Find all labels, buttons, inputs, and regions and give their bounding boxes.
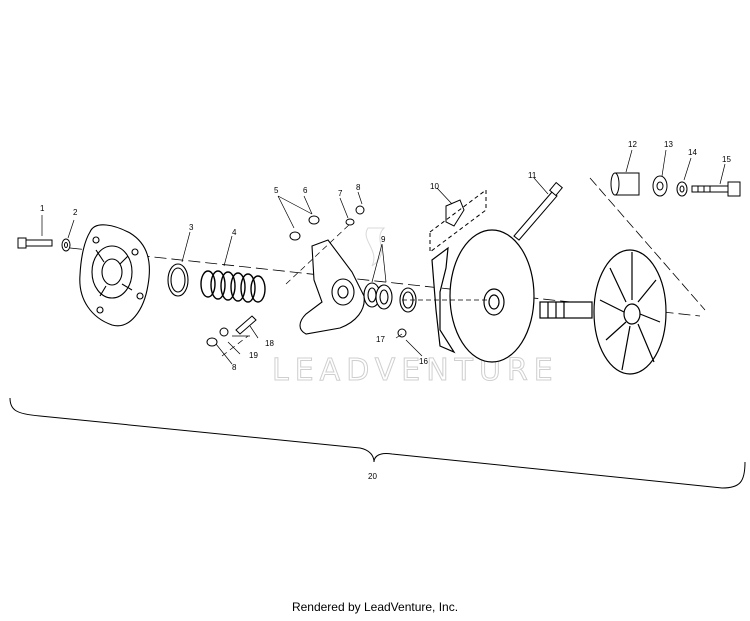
part-12-spacer[interactable] — [610, 172, 640, 196]
part-13-washer[interactable] — [652, 175, 668, 197]
part-10-weight[interactable] — [429, 189, 487, 253]
callout-20: 20 — [368, 472, 377, 481]
callout-10: 10 — [430, 182, 439, 191]
callout-2: 2 — [73, 208, 78, 217]
moveable-sheave[interactable] — [431, 229, 535, 363]
callout-19: 19 — [249, 351, 258, 360]
callout-9: 9 — [381, 235, 386, 244]
leader-lines — [41, 149, 726, 365]
callout-5: 5 — [274, 186, 279, 195]
callout-8a: 8 — [356, 183, 361, 192]
callout-17: 17 — [376, 335, 385, 344]
callout-18: 18 — [265, 339, 274, 348]
callout-4: 4 — [232, 228, 237, 237]
clutch-cover[interactable] — [79, 224, 150, 327]
callout-16: 16 — [419, 357, 428, 366]
callout-14: 14 — [688, 148, 697, 157]
part-1-bolt[interactable] — [17, 237, 53, 249]
callout-labels: 1 2 3 4 5 6 7 8 9 10 11 12 13 14 15 16 1… — [40, 140, 731, 481]
part-14-washer[interactable] — [676, 181, 688, 197]
assembly-brace — [9, 397, 746, 489]
watermark-text: LEADVENTURE — [272, 353, 559, 388]
part-9-bushings[interactable] — [363, 282, 393, 310]
spider-arm-assembly[interactable] — [299, 239, 365, 335]
callout-7: 7 — [338, 189, 343, 198]
part-15-bolt[interactable] — [691, 181, 741, 197]
ring-bushing[interactable] — [399, 287, 417, 313]
callout-8b: 8 — [232, 363, 237, 372]
callout-11: 11 — [528, 171, 537, 180]
part-3-sleeve[interactable] — [167, 263, 189, 297]
small-fasteners[interactable] — [206, 205, 407, 347]
callout-6: 6 — [303, 186, 308, 195]
part-4-spring[interactable] — [200, 270, 266, 303]
callout-13: 13 — [664, 140, 673, 149]
footer-credit: Rendered by LeadVenture, Inc. — [291, 600, 459, 614]
part-11-pin[interactable] — [513, 181, 563, 241]
callout-1: 1 — [40, 204, 45, 213]
fixed-sheave-fan[interactable] — [539, 249, 667, 375]
part-2-washer[interactable] — [61, 238, 71, 252]
callout-3: 3 — [189, 223, 194, 232]
callout-12: 12 — [628, 140, 637, 149]
callout-15: 15 — [722, 155, 731, 164]
